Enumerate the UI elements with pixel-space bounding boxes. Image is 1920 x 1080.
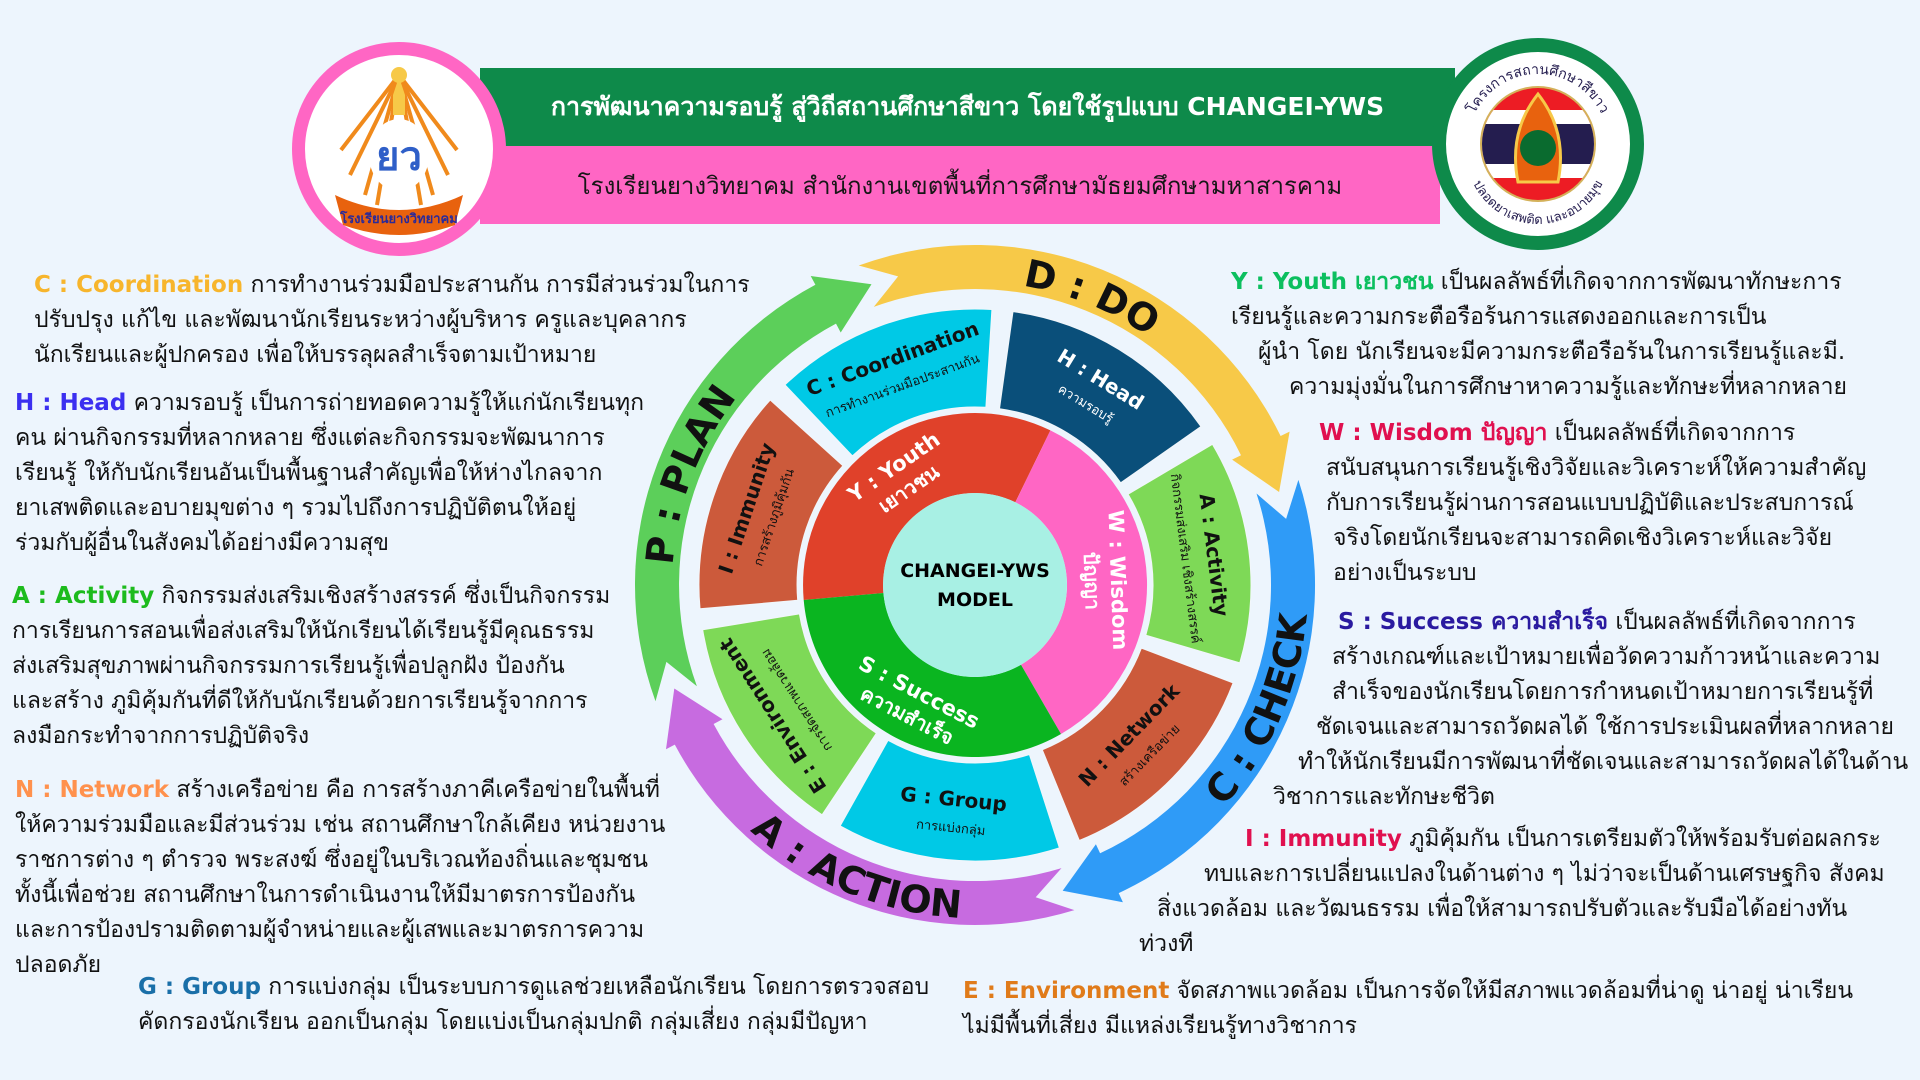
outcome-title-wisdom: W : Wisdom	[1103, 509, 1132, 650]
term-immunity: I : Immunity	[1245, 826, 1402, 852]
term-success: S : Success ความสำเร็จ	[1338, 609, 1608, 635]
cycle-arc-check	[1062, 479, 1316, 903]
white-school-seal-icon: โครงการสถานศึกษาสีขาว ปลอดยาเสพติด และอบ…	[1463, 62, 1612, 228]
outcome-wisdom	[1015, 430, 1148, 734]
segment-head	[998, 311, 1202, 484]
term-head: H : Head	[15, 390, 127, 416]
description-group: G : Group การแบ่งกลุ่ม เป็นระบบการดูแลช่…	[138, 974, 930, 1035]
description-youth: Y : Youth เยาวชน เป็นผลลัพธ์ที่เกิดจากกา…	[1231, 269, 1847, 400]
school-logo: ยว โรงเรียนยางวิทยาคม	[292, 42, 506, 256]
model-center-circle	[883, 493, 1067, 677]
school-emblem-icon: ยว โรงเรียนยางวิทยาคม	[335, 67, 463, 235]
segment-activity	[1127, 443, 1252, 664]
description-activity: A : Activity กิจกรรมส่งเสริมเชิงสร้างสรร…	[12, 583, 611, 749]
description-environment: E : Environment จัดสภาพแวดล้อม เป็นการจั…	[963, 978, 1854, 1039]
cycle-arc-plan	[634, 276, 872, 702]
outcome-subtitle-wisdom: ปัญญา	[1079, 552, 1105, 611]
term-group: G : Group	[138, 974, 261, 1000]
description-immunity: I : Immunity ภูมิคุ้มกัน เป็นการเตรียมตั…	[1139, 826, 1885, 957]
cycle-arc-do	[858, 244, 1290, 492]
outcome-youth	[803, 413, 1051, 600]
model-center-title: CHANGEI-YWS	[900, 560, 1050, 582]
cycle-arc-action	[666, 688, 1075, 925]
term-network: N : Network	[15, 777, 169, 803]
model-center-subtitle: MODEL	[937, 589, 1013, 611]
title-banner: การพัฒนาความรอบรู้ สู่วิถีสถานศึกษาสีขาว…	[480, 68, 1455, 146]
description-success: S : Success ความสำเร็จ เป็นผลลัพธ์ที่เกิ…	[1273, 609, 1909, 810]
segment-subtitle-group: การแบ่งกลุ่ม	[915, 817, 986, 839]
segment-environment	[702, 613, 878, 816]
term-coordination: C : Coordination	[34, 272, 244, 298]
segment-network	[1041, 647, 1234, 842]
subtitle-banner: โรงเรียนยางวิทยาคม สำนักงานเขตพื้นที่การ…	[480, 146, 1440, 224]
term-environment: E : Environment	[963, 978, 1170, 1004]
page-title: การพัฒนาความรอบรู้ สู่วิถีสถานศึกษาสีขาว…	[550, 92, 1385, 121]
logo-ribbon-text: โรงเรียนยางวิทยาคม	[339, 210, 458, 227]
description-coordination: C : Coordination การทำงานร่วมมือประสานกั…	[34, 272, 750, 368]
changei-segments-ring: C : Coordinationการทำงานร่วมมือประสานกัน…	[698, 308, 1252, 862]
svg-text:ยว: ยว	[376, 134, 422, 180]
segment-coordination	[784, 308, 993, 457]
segment-group	[839, 739, 1061, 862]
term-activity: A : Activity	[12, 583, 155, 609]
segment-immunity	[698, 399, 844, 610]
description-network: N : Network สร้างเครือข่าย คือ การสร้างภ…	[15, 777, 666, 978]
term-wisdom: W : Wisdom ปัญญา	[1319, 420, 1548, 446]
page-subtitle: โรงเรียนยางวิทยาคม สำนักงานเขตพื้นที่การ…	[577, 171, 1343, 200]
description-head: H : Head ความรอบรู้ เป็นการถ่ายทอดความรู…	[15, 390, 645, 556]
term-youth: Y : Youth เยาวชน	[1231, 269, 1434, 295]
description-wisdom: W : Wisdom ปัญญา เป็นผลลัพธ์ที่เกิดจากกา…	[1319, 420, 1867, 586]
outcome-success	[803, 593, 1061, 758]
